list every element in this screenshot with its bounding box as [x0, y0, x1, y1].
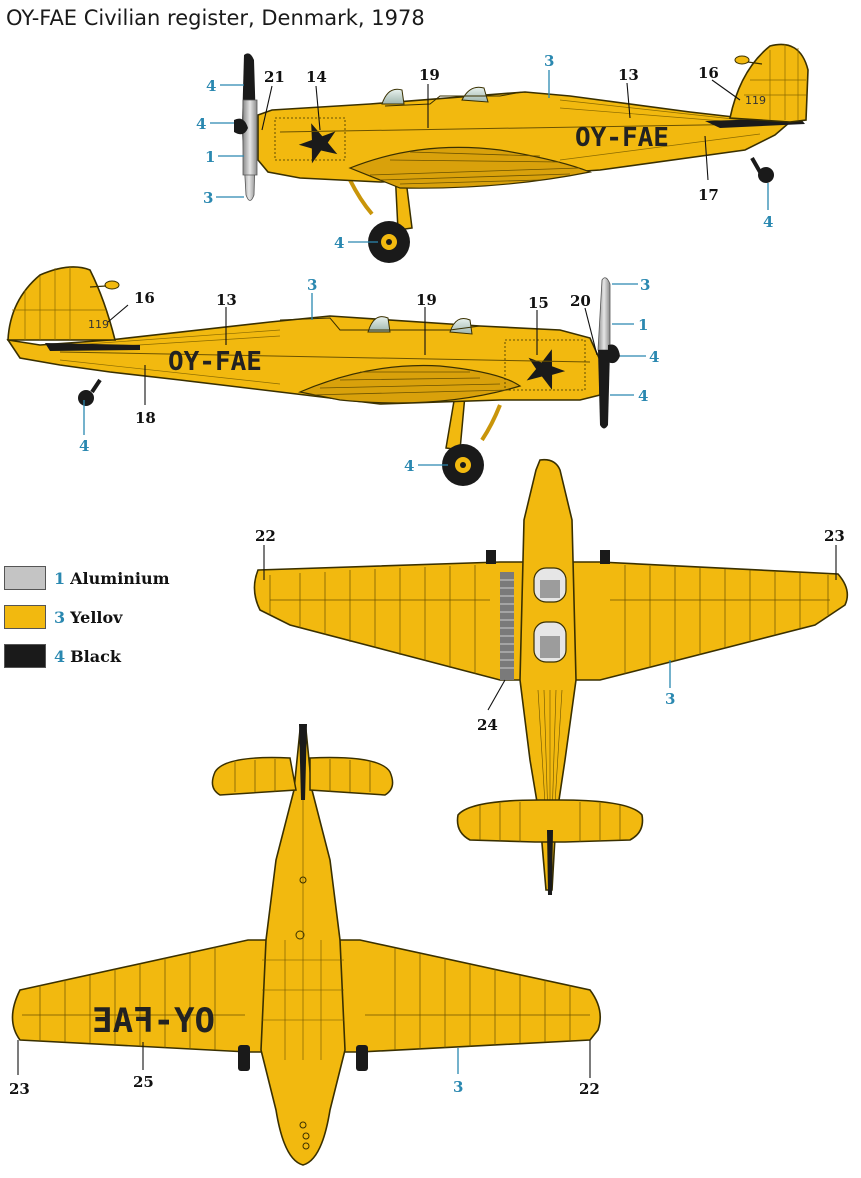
callout: 4 — [638, 387, 648, 405]
callout: 1 — [205, 148, 215, 166]
legend-code: 1 — [54, 568, 66, 588]
callout: 4 — [196, 115, 206, 133]
callout: 21 — [264, 68, 285, 86]
walkway-strip — [500, 572, 514, 680]
callout: 19 — [416, 291, 437, 309]
tail-number-left: 119 — [88, 318, 109, 331]
callout: 17 — [698, 186, 719, 204]
callout: 4 — [404, 457, 414, 475]
tail-number: 119 — [745, 94, 766, 107]
legend-name: Aluminium — [70, 568, 170, 588]
top-view — [253, 458, 849, 895]
registration-marking-left: OY-FAE — [168, 347, 262, 377]
callout: 16 — [134, 289, 155, 307]
yellow-swatch — [4, 605, 46, 629]
legend-code: 4 — [54, 646, 66, 666]
aluminium-swatch — [4, 566, 46, 590]
callout: 13 — [618, 66, 639, 84]
black-leaders — [17, 79, 837, 1078]
callout: 4 — [763, 213, 773, 231]
callout: 15 — [528, 294, 549, 312]
registration-marking: OY-FAE — [575, 123, 669, 153]
callout: 13 — [216, 291, 237, 309]
callout: 25 — [133, 1073, 154, 1091]
legend-name: Black — [70, 646, 121, 666]
callout: 16 — [698, 64, 719, 82]
callout: 4 — [649, 348, 659, 366]
bottom-view: OY-FAE — [11, 724, 601, 1166]
callout: 18 — [135, 409, 156, 427]
legend-code: 3 — [54, 607, 66, 627]
callout: 3 — [203, 189, 213, 207]
side-view-left: OY-FAE 119 — [6, 266, 620, 486]
legend-name: Yellov — [70, 607, 123, 627]
callout: 22 — [579, 1080, 600, 1098]
callout: 19 — [419, 66, 440, 84]
callout: 23 — [9, 1080, 30, 1098]
callout: 4 — [79, 437, 89, 455]
side-view-right: OY-FAE 119 — [234, 43, 809, 263]
legend-row-yellow: 3 Yellov — [4, 604, 170, 630]
callout: 4 — [206, 77, 216, 95]
callout: 24 — [477, 716, 498, 734]
callout: 4 — [334, 234, 344, 252]
callout: 3 — [307, 276, 317, 294]
callout: 22 — [255, 527, 276, 545]
legend-row-black: 4 Black — [4, 643, 170, 669]
legend-row-aluminium: 1 Aluminium — [4, 565, 170, 591]
callout: 3 — [453, 1078, 463, 1096]
color-legend: 1 Aluminium 3 Yellov 4 Black — [4, 565, 170, 682]
callout: 3 — [665, 690, 675, 708]
callout: 20 — [570, 292, 591, 310]
callout-labels: 4 21 14 19 3 13 16 4 1 3 4 17 4 16 13 3 … — [9, 52, 845, 1098]
page-title: OY-FAE Civilian register, Denmark, 1978 — [6, 6, 425, 30]
callout: 3 — [544, 52, 554, 70]
main-wheel — [368, 221, 410, 263]
callout: 23 — [824, 527, 845, 545]
callout: 1 — [638, 316, 648, 334]
callout: 14 — [306, 68, 327, 86]
blue-leaders — [83, 70, 769, 1074]
main-wheel-left — [442, 444, 484, 486]
callout: 3 — [640, 276, 650, 294]
underwing-registration: OY-FAE — [92, 1001, 215, 1041]
black-swatch — [4, 644, 46, 668]
